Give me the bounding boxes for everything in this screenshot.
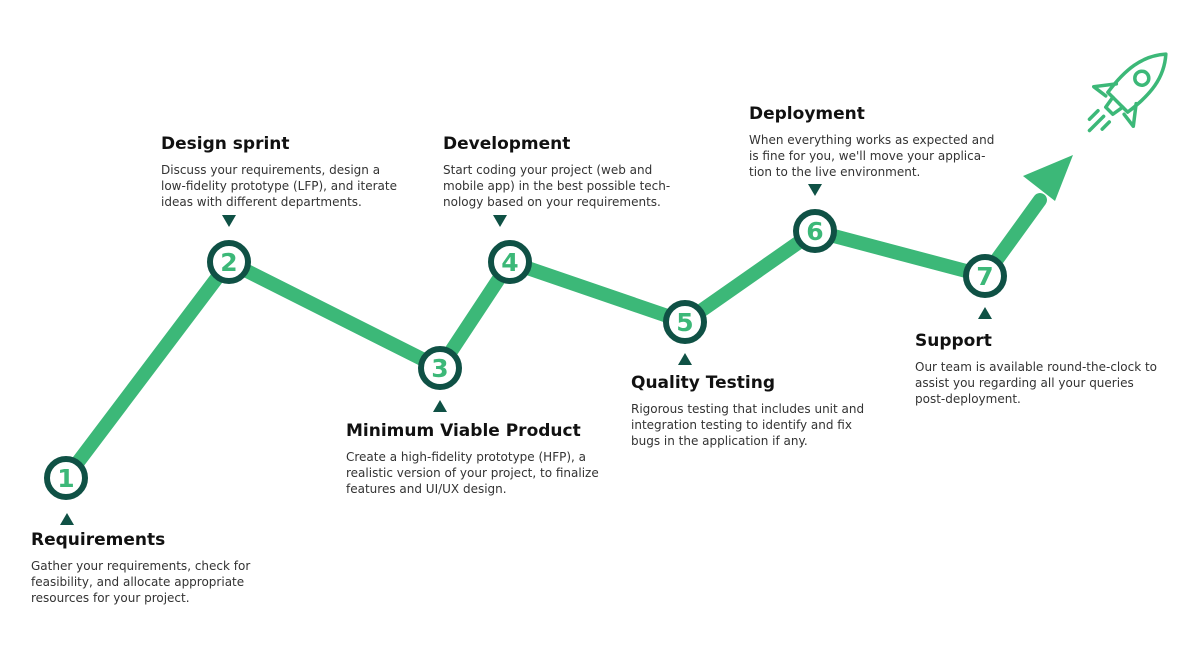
step-7-text: Support Our team is available round-the-…	[915, 331, 1157, 407]
step-description: Our team is available round-the-clock to…	[915, 360, 1157, 406]
step-node-4: 4	[488, 240, 532, 284]
step-node-2: 2	[207, 240, 251, 284]
step-number: 1	[57, 464, 74, 493]
marker-down-triangle-icon	[808, 184, 822, 196]
step-title: Design sprint	[161, 134, 290, 154]
marker-up-triangle-icon	[978, 307, 992, 319]
marker-up-triangle-icon	[60, 513, 74, 525]
step-node-7: 7	[963, 254, 1007, 298]
arrow-head-icon	[1023, 155, 1073, 201]
step-description: Gather your requirements, check for feas…	[31, 559, 251, 605]
marker-up-triangle-icon	[678, 353, 692, 365]
rocket-icon	[1087, 52, 1168, 133]
step-1-text: Requirements Gather your requirements, c…	[31, 530, 250, 606]
step-2-text: Design sprint Discuss your requirements,…	[161, 134, 397, 210]
path-line	[59, 193, 1047, 485]
step-6-text: Deployment When everything works as expe…	[749, 104, 994, 180]
step-number: 5	[676, 308, 693, 337]
step-4-text: Development Start coding your project (w…	[443, 134, 670, 210]
step-title: Minimum Viable Product	[346, 421, 581, 441]
step-description: Create a high-fidelity prototype (HFP), …	[346, 450, 599, 496]
marker-down-triangle-icon	[493, 215, 507, 227]
step-nodes: 1 2 3 4 5 6 7	[44, 209, 1007, 500]
step-number: 3	[431, 354, 448, 383]
step-description: When everything works as expected and is…	[749, 133, 995, 179]
step-node-1: 1	[44, 456, 88, 500]
step-title: Support	[915, 331, 992, 351]
process-path	[59, 155, 1073, 485]
step-node-6: 6	[793, 209, 837, 253]
step-3-text: Minimum Viable Product Create a high-fid…	[346, 421, 599, 497]
marker-down-triangle-icon	[222, 215, 236, 227]
step-description: Rigorous testing that includes unit and …	[631, 402, 865, 448]
step-node-5: 5	[663, 300, 707, 344]
step-markers	[60, 184, 992, 525]
step-number: 7	[976, 262, 993, 291]
step-title: Deployment	[749, 104, 865, 124]
step-title: Requirements	[31, 530, 166, 550]
step-title: Quality Testing	[631, 373, 776, 393]
step-number: 2	[220, 248, 237, 277]
step-description: Discuss your requirements, design a low-…	[161, 163, 397, 209]
step-node-3: 3	[418, 346, 462, 390]
step-title: Development	[443, 134, 571, 154]
step-5-text: Quality Testing Rigorous testing that in…	[631, 373, 864, 449]
step-number: 6	[806, 217, 823, 246]
step-description: Start coding your project (web and mobil…	[443, 163, 671, 209]
step-number: 4	[501, 248, 518, 277]
marker-up-triangle-icon	[433, 400, 447, 412]
